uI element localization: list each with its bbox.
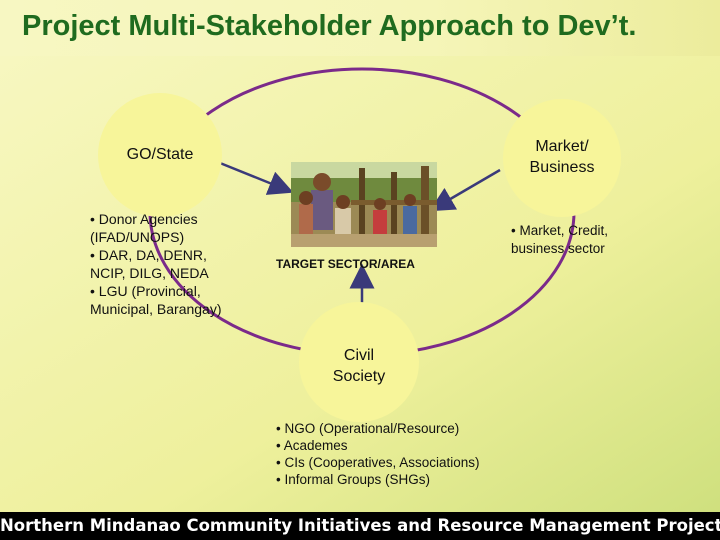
title-band: Project Multi-Stakeholder Approach to De… — [0, 0, 720, 56]
go-bullet-line: NCIP, DILG, NEDA — [90, 265, 209, 281]
arrow-market-to-target — [429, 168, 501, 212]
market-bullet-line: business sector — [511, 241, 605, 256]
go-state-node — [98, 93, 222, 217]
civil-label-line2: Society — [332, 368, 386, 385]
market-label: Market/ Business — [502, 136, 622, 178]
photo-illustration — [291, 162, 437, 247]
civil-label-line1: Civil — [343, 347, 375, 364]
footer-project-name: Northern Mindanao Community Initiatives … — [0, 512, 720, 540]
target-community-photo — [291, 162, 437, 247]
go-bullet-line: Municipal, Barangay) — [90, 301, 222, 317]
market-bullet-line: • Market, Credit, — [511, 223, 608, 238]
civil-bullet-line: • NGO (Operational/Resource) — [276, 421, 460, 436]
go-bullet-line: • DAR, DA, DENR, — [90, 247, 207, 263]
civil-society-node — [299, 302, 419, 422]
civil-bullet-line: • Informal Groups (SHGs) — [276, 472, 431, 487]
civil-society-bullets: • NGO (Operational/Resource) • Academes … — [276, 420, 480, 488]
go-state-bullets: • Donor Agencies (IFAD/UNOPS) • DAR, DA,… — [90, 210, 222, 318]
stakeholder-diagram — [0, 56, 720, 512]
market-label-line2: Business — [529, 159, 595, 176]
civil-society-label: Civil Society — [299, 345, 419, 387]
go-bullet-line: (IFAD/UNOPS) — [90, 229, 185, 245]
market-bullets: • Market, Credit, business sector — [511, 222, 608, 258]
go-bullet-line: • LGU (Provincial, — [90, 283, 201, 299]
go-state-label: GO/State — [100, 144, 220, 165]
market-node — [503, 99, 621, 217]
civil-bullet-line: • CIs (Cooperatives, Associations) — [276, 455, 480, 470]
target-sector-label: TARGET SECTOR/AREA — [276, 257, 415, 271]
go-state-label-text: GO/State — [126, 146, 194, 163]
civil-bullet-line: • Academes — [276, 438, 348, 453]
go-bullet-line: • Donor Agencies — [90, 211, 198, 227]
slide-title: Project Multi-Stakeholder Approach to De… — [22, 10, 637, 42]
market-label-line1: Market/ — [535, 138, 589, 155]
arrow-go-to-target — [219, 161, 294, 195]
